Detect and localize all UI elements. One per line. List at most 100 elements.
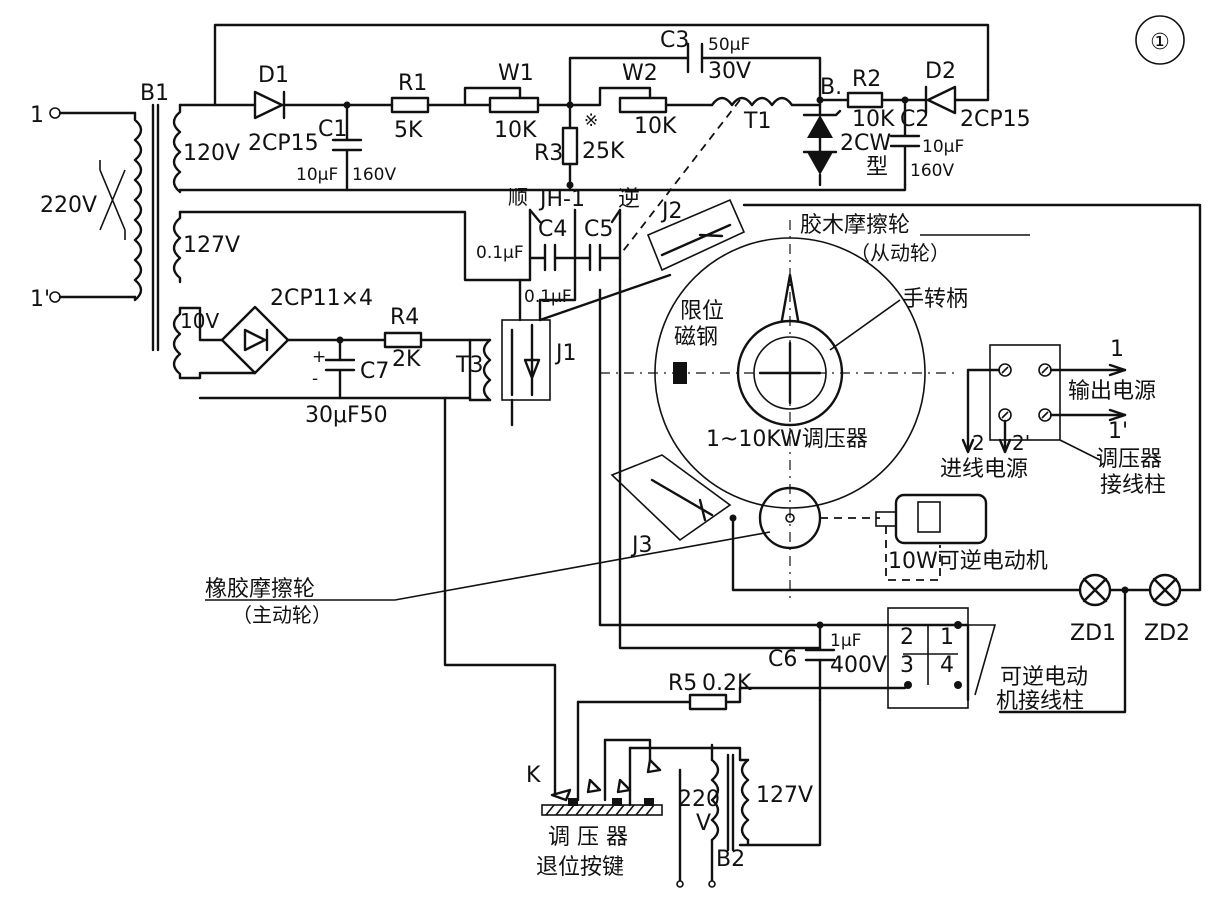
hand-crank-label: 手转柄 [902, 287, 968, 312]
c6-voltage: 400V [830, 653, 887, 678]
capacitor-c7 [324, 358, 356, 400]
j3-label: J3 [630, 533, 653, 558]
t3-label: T3 [455, 353, 483, 378]
w2-value: 10K [634, 114, 677, 139]
in-2p-label: 2' [1012, 431, 1030, 455]
r4-value: 2K [392, 347, 421, 372]
capacitor-c1 [331, 103, 363, 192]
b1-secondary-120v [172, 103, 182, 194]
diode-d2 [924, 85, 957, 115]
r4-label: R4 [390, 305, 419, 330]
d1-type: 2CP15 [248, 131, 319, 156]
reset-key-label-1: 调 压 器 [548, 825, 628, 850]
tap-120v-label: 120V [183, 141, 240, 166]
reset-key-label-2: 退位按键 [536, 855, 624, 880]
b1-label: B1 [140, 81, 169, 106]
coil-t3 [482, 338, 492, 402]
reset-key-section: K 调 压 器 退位按键 220 V 127V B2 [443, 396, 813, 888]
hand-crank[interactable] [736, 319, 844, 427]
resistor-r4 [383, 331, 423, 349]
relay-section: 顺 JH-1 逆 C4 0.1μF C5 0.1μF J1 [178, 185, 640, 427]
friction-wheel-label: 胶木摩擦轮 [800, 213, 910, 238]
b2-secondary-coil [740, 758, 750, 842]
limit-magnet-label-1: 限位 [680, 299, 724, 324]
t1-label: T1 [743, 109, 771, 134]
r5-value: 0.2K [702, 671, 752, 696]
relay-type-label: JH-1 [538, 187, 585, 212]
resistor-r1 [390, 96, 430, 114]
terminal-block [989, 344, 1061, 441]
capacitor-c6 [804, 623, 836, 702]
r1-value: 5K [394, 118, 423, 143]
b1-secondary-127v [172, 210, 182, 284]
reversible-motor [894, 493, 988, 545]
regulator-dial: 胶木摩擦轮 （从动轮） 手转柄 限位 磁钢 1~10KW调压器 [600, 99, 1030, 600]
b-node-label: B. [820, 75, 842, 100]
zd2-label: ZD2 [1144, 621, 1190, 646]
reset-key-bar[interactable] [541, 804, 663, 816]
potentiometer-w2[interactable] [618, 96, 668, 114]
terminal-1[interactable] [49, 107, 61, 119]
c3-label: C3 [660, 28, 689, 53]
out-1-label: 1 [1110, 337, 1124, 362]
bridge-rectifier: 2CP11×4 + - C7 30μF50 R4 2K T3 [178, 286, 492, 428]
b2-secondary-voltage: 127V [756, 783, 813, 808]
capacitor-c2 [889, 98, 921, 187]
w2-label: W2 [622, 61, 658, 86]
regulator-terminal-label-2: 接线柱 [1100, 473, 1166, 498]
drive-assembly: 10W可逆电动机 橡胶摩擦轮 （主动轮） [205, 486, 1048, 627]
input-power-label: 进线电源 [940, 457, 1028, 482]
regulator-label: 1~10KW调压器 [706, 427, 868, 452]
d2-label: D2 [925, 59, 956, 84]
r3-label: R3 [534, 141, 563, 166]
r2-label: R2 [852, 67, 881, 92]
motor-terminal-label-2: 机接线柱 [996, 689, 1084, 714]
mt-2-label: 2 [900, 625, 914, 650]
w1-value: 10K [494, 118, 537, 143]
capacitor-c3 [686, 42, 704, 74]
terminal-1-label: 1 [30, 103, 44, 128]
relay-j1 [501, 319, 551, 401]
c1-value: 10μF [296, 165, 338, 185]
c4-label: C4 [538, 217, 567, 242]
terminal-1-prime[interactable] [49, 291, 61, 303]
r1-label: R1 [398, 71, 427, 96]
c3-value: 50μF [708, 35, 750, 55]
resistor-r3 [561, 126, 579, 166]
driving-wheel-label: （主动轮） [232, 603, 332, 627]
ni-label: 逆 [618, 187, 640, 212]
j1-label: J1 [554, 341, 577, 366]
indicator-lamps: ZD1 ZD2 [998, 573, 1202, 714]
tap-127v-label: 127V [183, 233, 240, 258]
limit-magnet [673, 362, 687, 384]
zener-diodes-2cw [802, 98, 842, 187]
b2-primary-voltage: 220 [678, 787, 720, 812]
mt-4-label: 4 [940, 653, 954, 678]
c6-label: C6 [768, 647, 797, 672]
resistor-r2 [846, 91, 884, 109]
terminal-1p-label: 1' [30, 287, 50, 312]
c1-label: C1 [318, 117, 347, 142]
output-power-label: 输出电源 [1068, 379, 1156, 404]
r5-label: R5 [668, 671, 697, 696]
c7-minus: - [312, 369, 318, 389]
figure-number-text: ① [1150, 30, 1170, 55]
r2-value: 10K [852, 107, 895, 132]
b2-primary-coil [710, 758, 720, 842]
diode-d1 [253, 90, 286, 120]
limit-magnet-label-2: 磁钢 [674, 325, 718, 350]
potentiometer-w1[interactable] [488, 96, 540, 114]
b1-secondary-10v [172, 306, 182, 380]
k-label: K [526, 763, 541, 788]
c1-voltage: 160V [352, 165, 396, 185]
top-supply-rail: D1 2CP15 C1 10μF 160V R1 5K W1 10K C3 50… [178, 23, 1031, 192]
c7-plus: + [312, 347, 326, 367]
output-terminal-block: 1 1' 输出电源 2 2' 进线电源 调压器 接线柱 [940, 337, 1166, 498]
capacitor-c4 [528, 243, 577, 272]
c2-value: 10μF [922, 137, 964, 157]
capacitor-c5 [573, 243, 622, 272]
b1-primary-coil [133, 111, 143, 302]
shun-label: 顺 [508, 185, 528, 209]
mt-3-label: 3 [900, 653, 914, 678]
c4-value: 0.1μF [476, 243, 524, 263]
